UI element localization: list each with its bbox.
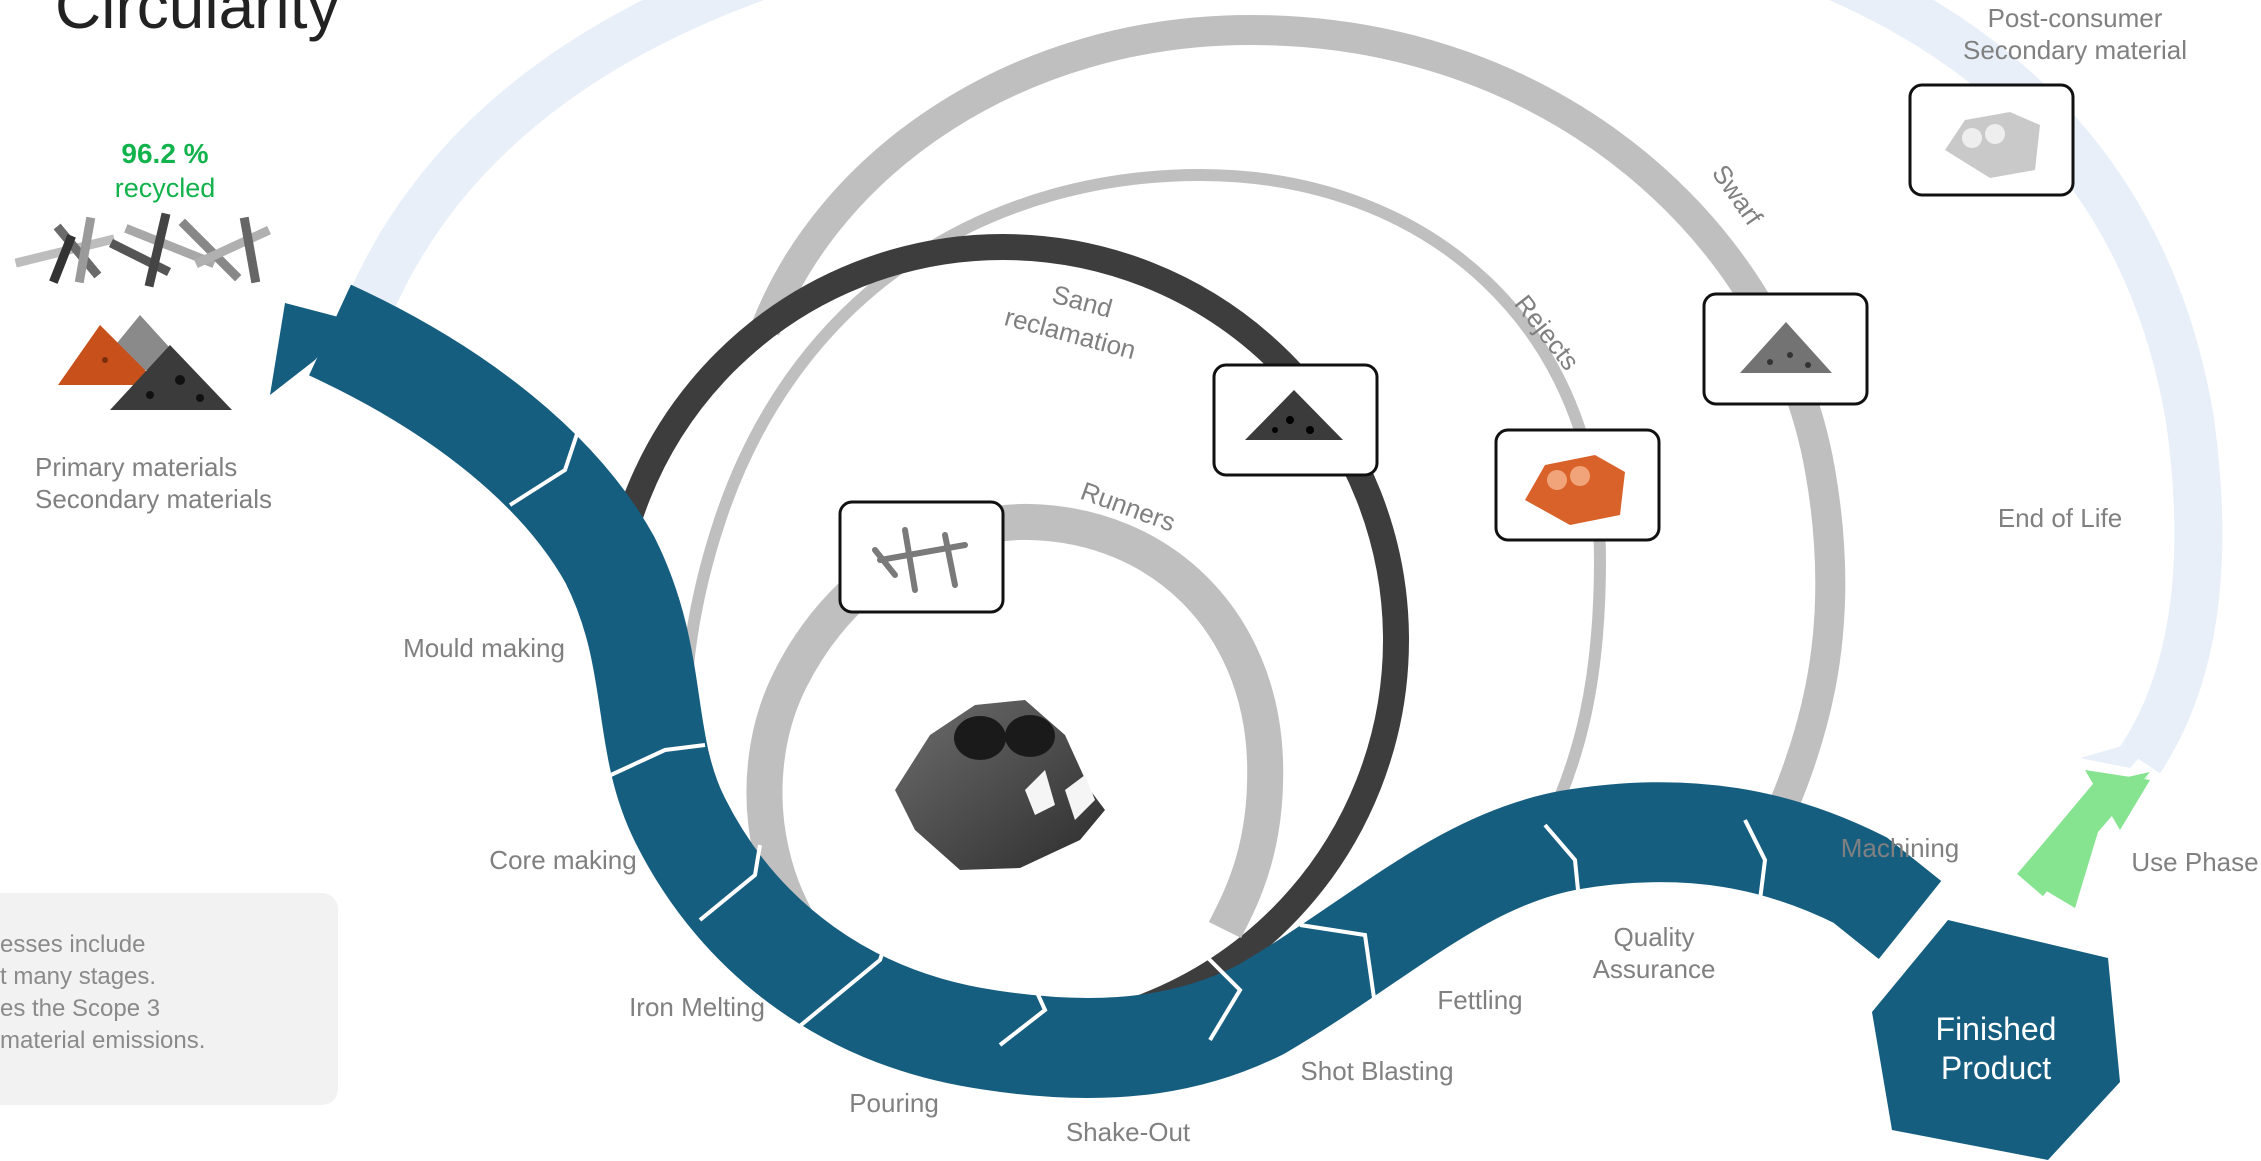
step-quality-1: Quality [1614,922,1695,952]
step-iron-melting: Iron Melting [629,992,765,1022]
process-ribbon [308,284,1942,1099]
runners-box [838,500,1005,614]
post-consumer-label-2: Secondary material [1963,35,2187,65]
caliper-icon [1945,112,2040,178]
process-start-chevron [270,303,350,395]
casting-part-icon [895,700,1105,870]
material-piles-icon [58,315,232,410]
step-mould-making: Mould making [403,633,565,663]
step-shot-blasting: Shot Blasting [1300,1056,1453,1086]
note-line-1: esses include [0,931,145,958]
note-line-3: es the Scope 3 [0,995,160,1022]
recycled-label: recycled [115,173,216,203]
step-pouring: Pouring [849,1088,939,1118]
rejects-caliper-icon [1525,455,1625,525]
end-of-life-arrowhead [2080,735,2160,768]
scrap-metal-icon [14,212,271,288]
step-machining: Machining [1841,833,1960,863]
note-line-4: material emissions. [0,1027,205,1054]
finished-product-hexagon [1872,920,2120,1160]
step-shake-out: Shake-Out [1066,1117,1191,1147]
finished-product-label-2: Product [1941,1050,2051,1086]
page-title: Circularity [55,0,339,42]
note-box [0,893,338,1105]
end-of-life-arc [348,0,2223,774]
finished-product-label-1: Finished [1936,1011,2057,1047]
step-quality-2: Assurance [1593,954,1716,984]
use-phase-label: Use Phase [2131,847,2258,877]
step-fettling: Fettling [1437,985,1522,1015]
note-line-2: t many stages. [0,963,156,990]
runners-icon [872,527,968,593]
post-consumer-label-1: Post-consumer [1988,3,2163,33]
process-chevrons [508,409,1768,1047]
inputs-label-1: Primary materials [35,452,237,482]
swarf-pile-icon [1740,322,1832,373]
recycled-percent: 96.2 % [121,138,208,169]
use-phase-arrow-body [2017,779,2124,897]
swarf-loop [750,14,1846,855]
inputs-label-2: Secondary materials [35,484,272,514]
end-of-life-label: End of Life [1998,503,2122,533]
sand-pile-icon [1245,390,1343,440]
runners-loop [746,503,1284,1025]
step-core-making: Core making [489,845,636,875]
use-phase-arrowhead [2085,770,2150,830]
